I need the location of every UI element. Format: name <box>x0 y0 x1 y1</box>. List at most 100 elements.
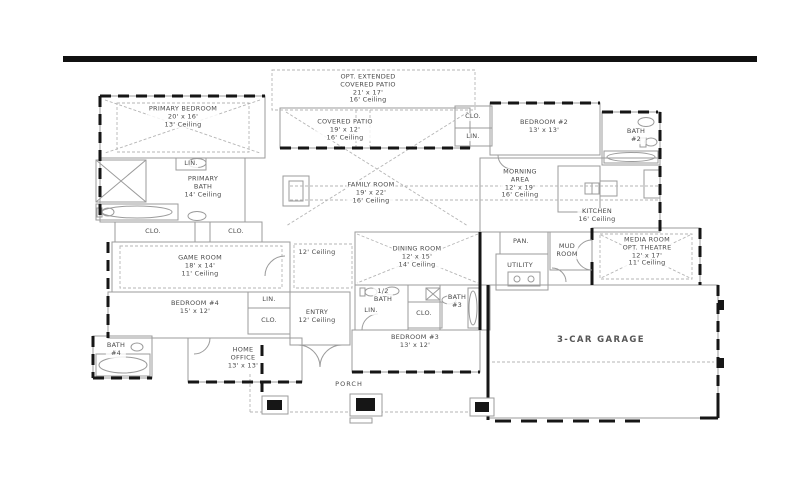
label-line: COVERED PATIO <box>317 117 373 126</box>
label-line: 15' x 12' <box>179 307 211 315</box>
label-linen-bed3: LIN. <box>363 306 379 315</box>
exterior-walls <box>91 94 720 418</box>
label-line: 16' Ceiling <box>578 215 616 223</box>
label-line: 12' Ceiling <box>298 316 336 324</box>
label-pantry: PAN. <box>512 237 530 246</box>
label-line: BEDROOM #2 <box>519 118 569 127</box>
label-line: CLO. <box>261 316 277 325</box>
top-divider-bar <box>63 56 757 62</box>
label-line: DINING ROOM <box>392 244 442 253</box>
label-line: OPT. EXTENDED <box>340 72 396 81</box>
label-line: 18' x 14' <box>184 261 216 270</box>
kitchen-island <box>557 165 601 213</box>
primary-tub-icon <box>95 203 179 221</box>
label-line: 1/2 <box>377 287 389 296</box>
label-line: 12' Ceiling <box>298 248 336 257</box>
label-line: UTILITY <box>507 261 533 270</box>
label-closet-bed2: CLO. <box>464 112 482 121</box>
bath2-fixtures <box>603 117 659 164</box>
label-line: BEDROOM #4 <box>170 299 220 308</box>
label-line: BATH <box>447 293 467 302</box>
label-line: GAME ROOM <box>178 253 222 262</box>
label-line: 19' x 12' <box>329 125 361 134</box>
range-icon <box>599 180 618 197</box>
label-line: 16' Ceiling <box>352 195 390 204</box>
label-line: 12' x 19' <box>504 183 536 191</box>
label-closet-bed3: CLO. <box>415 309 433 318</box>
label-line: 13' x 12' <box>399 341 431 349</box>
label-line: #4 <box>110 349 122 357</box>
fixtures <box>95 117 661 377</box>
label-line: ROOM <box>556 250 578 258</box>
label-line: 19' x 22' <box>355 188 387 197</box>
label-line: 14' Ceiling <box>184 189 222 198</box>
label-line: AREA <box>510 175 530 184</box>
label-line: 13' x 13' <box>528 126 560 134</box>
label-line: LIN. <box>364 306 378 315</box>
primary-sink2-icon <box>187 211 207 221</box>
label-line: LIN. <box>184 159 198 168</box>
label-line: 13' Ceiling <box>164 119 202 128</box>
solid-walls <box>478 228 724 423</box>
label-line: CLO. <box>145 227 161 236</box>
label-line: ENTRY <box>305 308 329 317</box>
label-linen-primary: LIN. <box>183 159 199 168</box>
label-hall-ceiling: 12' Ceiling <box>297 248 337 257</box>
label-line: 11' Ceiling <box>628 258 666 267</box>
primary-shower-icon <box>95 159 147 203</box>
label-line: 16' Ceiling <box>501 190 539 199</box>
label-line: 3-CAR GARAGE <box>556 334 646 345</box>
label-line: 12' x 15' <box>401 252 433 261</box>
label-bath-2: BATH#2 <box>625 127 647 144</box>
label-linen-bed2: LIN. <box>465 132 481 141</box>
label-closet-primary-right: CLO. <box>227 227 245 236</box>
label-line: 21' x 17' <box>352 88 384 96</box>
label-line: #2 <box>630 135 642 143</box>
washer-dryer-icon <box>507 271 541 287</box>
label-closet-primary-left: CLO. <box>144 227 162 236</box>
label-line: CLO. <box>228 227 244 236</box>
label-line: BATH <box>106 341 126 350</box>
label-closet-bed4: CLO. <box>260 316 278 325</box>
label-line: 13' x 13' <box>227 360 259 369</box>
label-line: 11' Ceiling <box>181 268 219 277</box>
label-line: 16' Ceiling <box>326 132 364 141</box>
label-line: BATH <box>626 127 646 136</box>
label-line: BATH <box>193 182 213 191</box>
label-line: 12' x 17' <box>631 251 663 259</box>
label-utility: UTILITY <box>506 261 534 270</box>
label-line: LIN. <box>466 132 480 141</box>
primary-linen-cabinet <box>175 157 207 171</box>
label-line: MORNING <box>503 167 537 176</box>
label-linen-bed4: LIN. <box>261 295 277 304</box>
label-line: 14' Ceiling <box>398 259 436 268</box>
label-line: CLO. <box>465 112 481 121</box>
label-line: MUD <box>558 242 576 251</box>
label-line: OPT. THEATRE <box>622 243 672 252</box>
label-line: 16' Ceiling <box>349 95 387 104</box>
label-line: LIN. <box>262 295 276 304</box>
label-bath-4: BATH#4 <box>105 341 127 358</box>
label-line: FAMILY ROOM <box>347 180 395 189</box>
label-line: PAN. <box>513 237 529 246</box>
label-line: BEDROOM #3 <box>390 333 440 342</box>
label-line: CLO. <box>416 309 432 318</box>
fireplace-icon <box>282 175 310 207</box>
label-bath-3: BATH#3 <box>446 293 468 310</box>
